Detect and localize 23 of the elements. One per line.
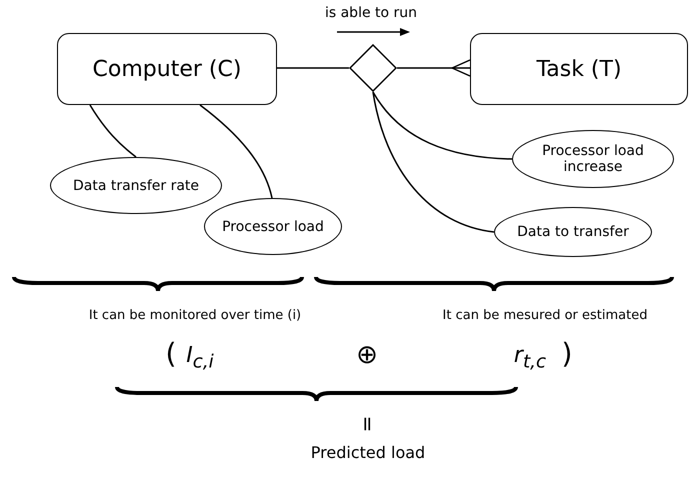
connector-line — [277, 67, 349, 69]
attribute-ellipse: Data to transfer — [494, 207, 652, 257]
relationship-diamond — [349, 44, 397, 92]
equals-sign: = — [358, 416, 378, 432]
connector-line — [372, 92, 512, 160]
parenthesis: ( — [166, 340, 176, 368]
crows-foot-connector — [397, 59, 471, 77]
operator-symbol: ⊕ — [356, 342, 378, 368]
attribute-ellipse: Processor load increase — [512, 130, 674, 188]
entity-box: Task (T) — [470, 33, 688, 105]
formula-term: I$_{c,i}$ — [186, 345, 214, 372]
entity-box: Computer (C) — [57, 33, 277, 105]
connector-line — [89, 104, 136, 158]
annotation-text: It can be monitored over time (i) — [88, 309, 302, 322]
annotation-text: It can be mesured or estimated — [442, 309, 648, 322]
attribute-ellipse: Processor load — [204, 198, 342, 255]
relationship-label: is able to run — [324, 6, 418, 20]
result-text: Predicted load — [310, 445, 426, 461]
parenthesis: ) — [562, 340, 572, 368]
connector-line — [372, 92, 494, 233]
connector-line — [200, 104, 273, 198]
attribute-ellipse: Data transfer rate — [50, 157, 222, 214]
formula-term: r$_{t,c}$ — [514, 345, 546, 372]
